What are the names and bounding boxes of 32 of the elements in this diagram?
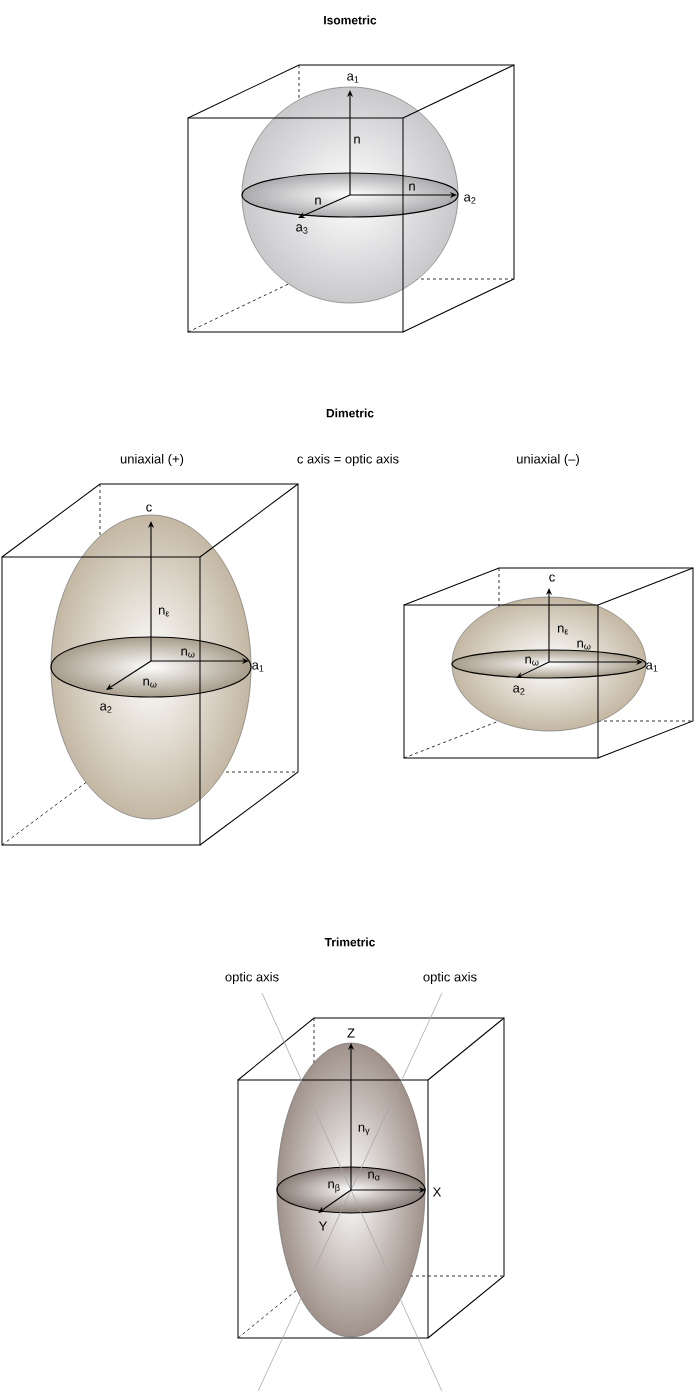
axis-label: a$_{2}$ bbox=[513, 685, 525, 695]
axis-label: n$_{α}$ bbox=[368, 1171, 380, 1181]
axis-label: Y bbox=[318, 1221, 328, 1231]
axis-label: n$_{ω}$ bbox=[577, 640, 591, 650]
heading-label: optic axis bbox=[225, 971, 279, 985]
axis-label: n bbox=[315, 197, 321, 205]
axis-label: n$_{ω}$ bbox=[525, 656, 539, 666]
heading-label: uniaxial (+) bbox=[120, 453, 184, 467]
axis-label: n$_{ε}$ bbox=[557, 625, 569, 635]
axis-label: X bbox=[432, 1187, 442, 1197]
axis-label: n$_{ε}$ bbox=[158, 607, 170, 617]
heading-label: optic axis bbox=[423, 971, 477, 985]
axis-label: a$_{3}$ bbox=[296, 224, 308, 234]
heading-label: uniaxial (–) bbox=[517, 453, 579, 467]
axis-label: a$_{1}$ bbox=[646, 662, 658, 672]
panel-title: Isometric bbox=[324, 15, 377, 25]
axis-label: Z bbox=[347, 1028, 355, 1038]
axis-label: n bbox=[354, 136, 360, 144]
axis-label: a$_{1}$ bbox=[347, 73, 359, 83]
axis-label: n$_{γ}$ bbox=[358, 1124, 370, 1136]
panel-title: Trimetric bbox=[324, 937, 375, 947]
panel-title: Dimetric bbox=[326, 408, 374, 418]
heading-label: c axis = optic axis bbox=[297, 453, 399, 467]
axis-label: n$_{β}$ bbox=[328, 1181, 340, 1193]
axis-label: a$_{2}$ bbox=[100, 703, 112, 713]
axis-label: n$_{ω}$ bbox=[181, 648, 195, 658]
axis-label: a$_{1}$ bbox=[252, 662, 264, 672]
axis-label: n$_{ω}$ bbox=[143, 678, 157, 688]
axis-label: a$_{2}$ bbox=[464, 194, 476, 204]
axis-label: n bbox=[409, 183, 415, 191]
axis-label: c bbox=[549, 574, 555, 582]
axis-label: c bbox=[146, 504, 152, 512]
